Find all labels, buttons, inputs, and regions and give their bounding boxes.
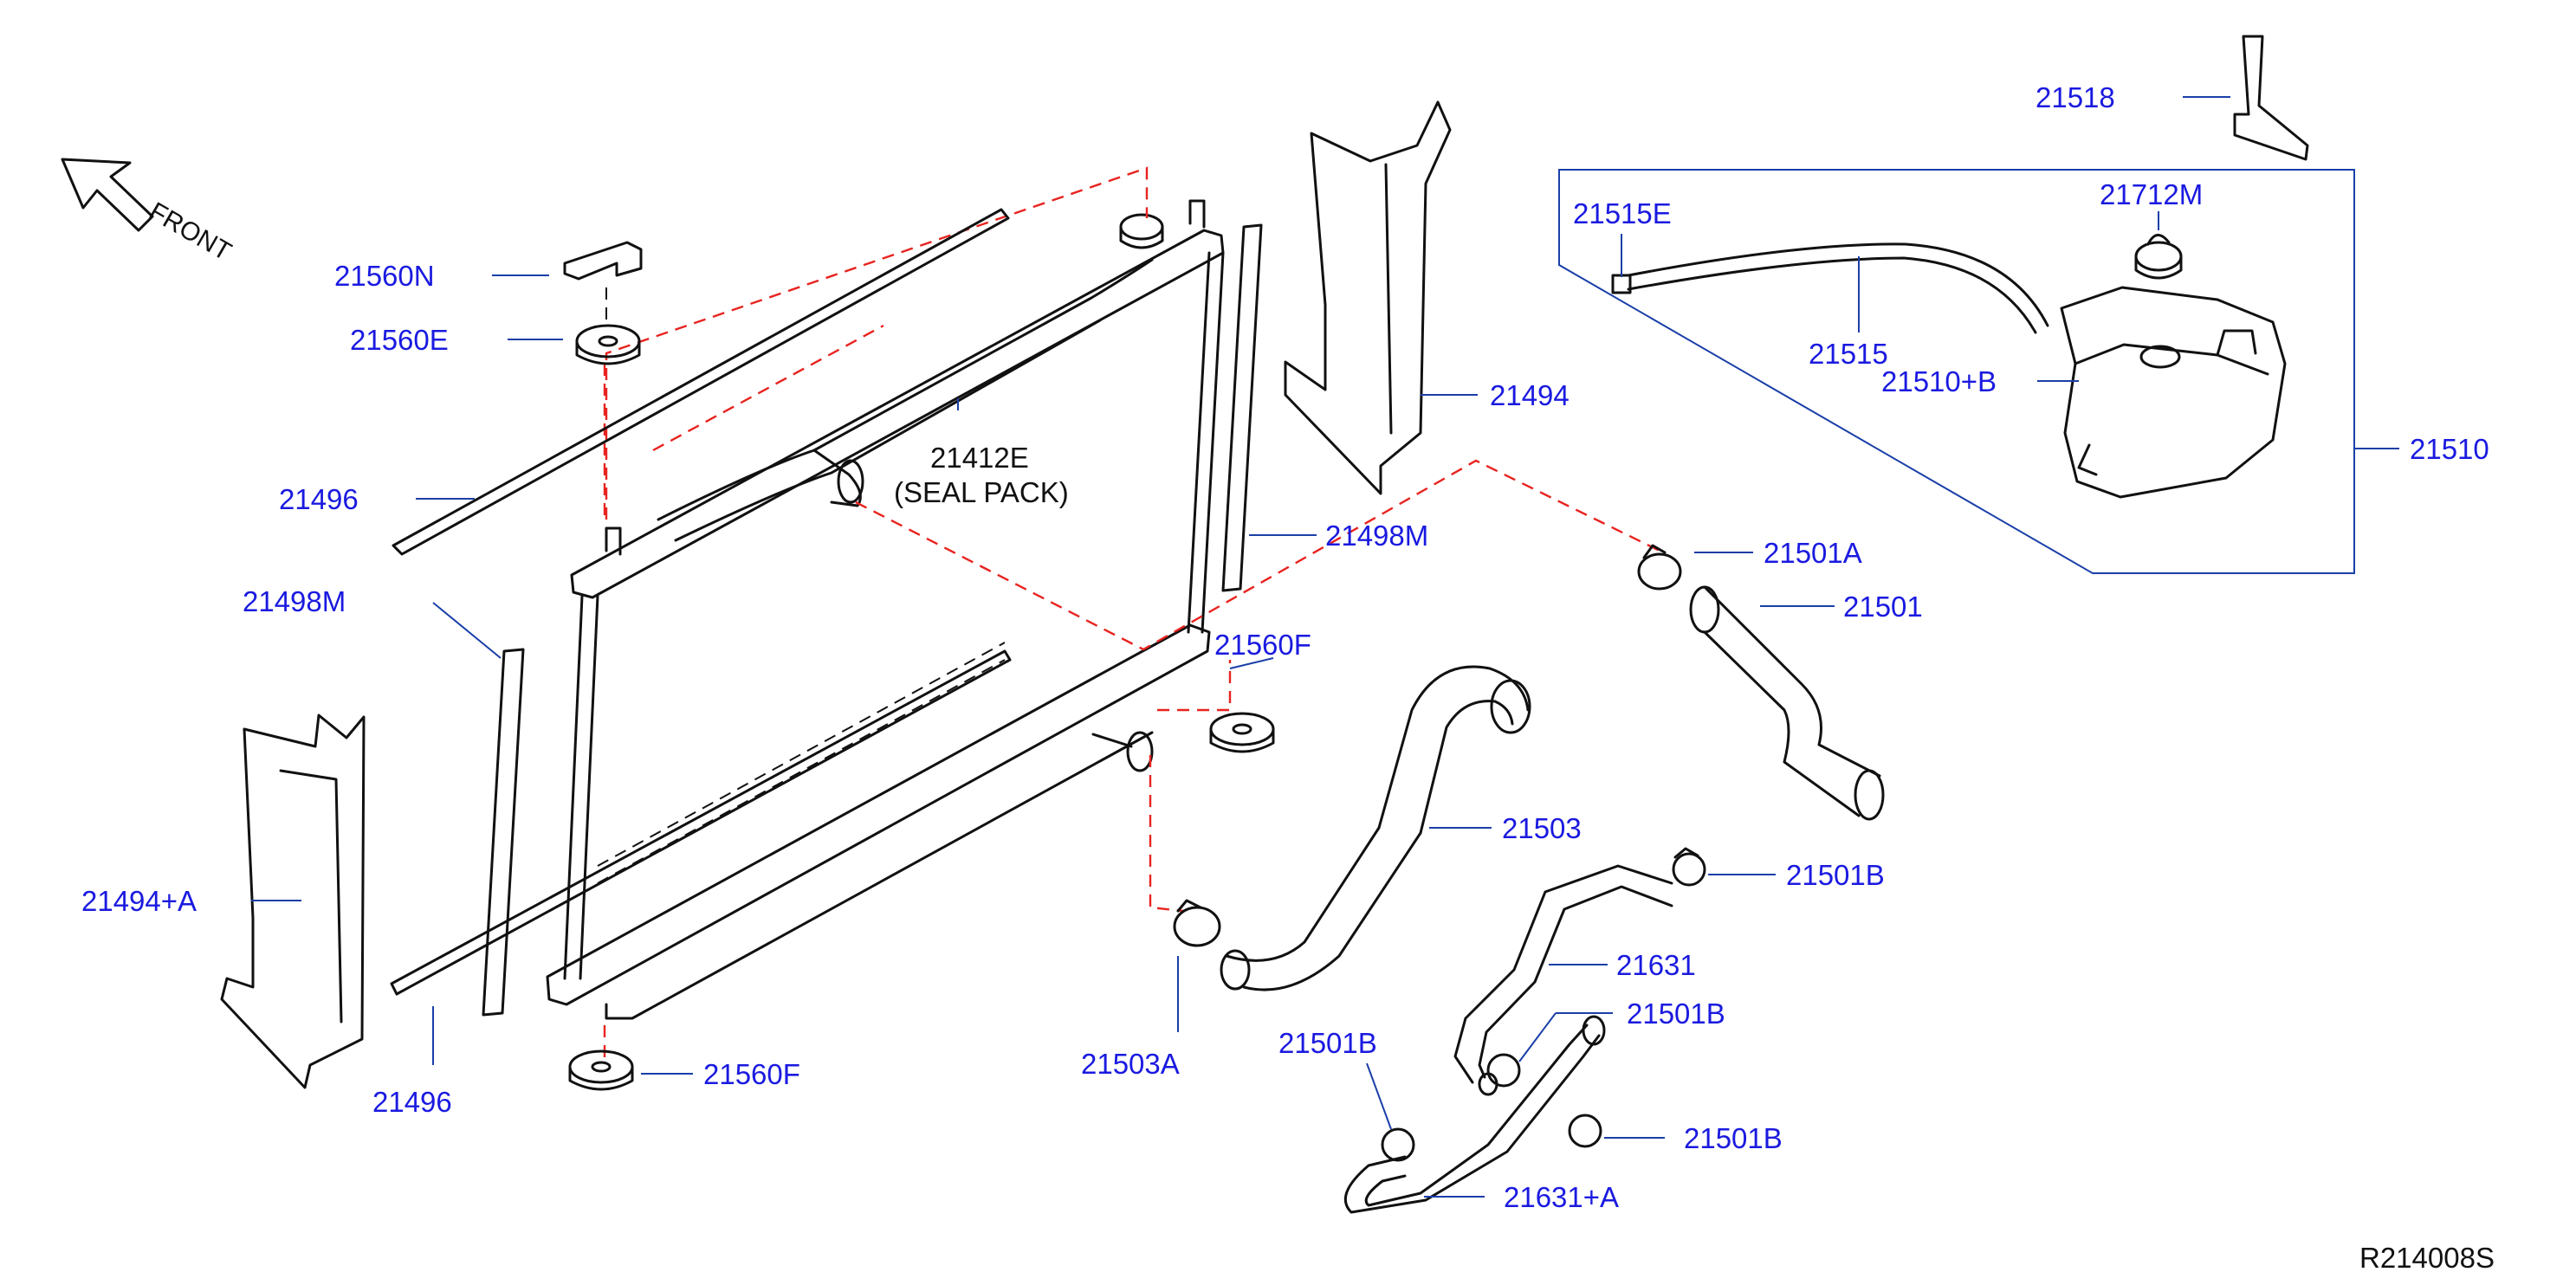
overflow-hose-21515 — [1611, 234, 2049, 334]
label-21560F-bottom: 21560F — [703, 1058, 800, 1090]
hidden-lines — [603, 166, 1664, 1062]
front-arrow-icon — [61, 158, 154, 232]
lower-hose-21503 — [1220, 665, 1531, 991]
label-21560F-top: 21560F — [1214, 629, 1311, 661]
reservoir-group-box — [1558, 169, 2399, 574]
air-guide-21494 — [1284, 100, 1478, 495]
label-21515: 21515 — [1809, 338, 1888, 370]
grommet-21560F-bottom — [568, 1049, 693, 1091]
label-21631A: 21631+A — [1504, 1181, 1619, 1213]
clamp-21501A — [1637, 544, 1753, 591]
clamp-21501B-2 — [1486, 1012, 1613, 1088]
label-21501B-3: 21501B — [1278, 1027, 1377, 1059]
label-21412E-sub: (SEAL PACK) — [894, 476, 1069, 508]
grommet-21560E — [508, 324, 641, 365]
label-21503A: 21503A — [1081, 1048, 1180, 1080]
label-21510B: 21510+B — [1881, 365, 1997, 397]
label-21503: 21503 — [1502, 812, 1582, 844]
label-21412E: 21412E — [930, 442, 1029, 474]
label-21631: 21631 — [1616, 949, 1696, 981]
label-21518: 21518 — [2036, 81, 2115, 113]
label-21501B-4: 21501B — [1684, 1122, 1783, 1154]
label-21498M-right: 21498M — [1325, 520, 1428, 552]
label-21501A: 21501A — [1764, 537, 1862, 569]
clamp-21501B-3 — [1366, 1062, 1415, 1162]
upper-hose-21501 — [1689, 585, 1885, 821]
label-21560E: 21560E — [350, 324, 449, 356]
label-21501B-2: 21501B — [1627, 998, 1725, 1030]
label-21496-bottom: 21496 — [372, 1086, 452, 1118]
label-21496-top: 21496 — [279, 483, 359, 515]
hose-21631A — [1343, 1015, 1606, 1214]
label-21560N: 21560N — [334, 260, 435, 292]
label-21494: 21494 — [1490, 379, 1570, 411]
label-21494A: 21494+A — [81, 885, 197, 917]
reservoir-tank-21510B — [2037, 286, 2287, 499]
reservoir-cap-21712M — [2134, 211, 2183, 280]
seal-21498M-left — [432, 602, 525, 1017]
reference-code: R214008S — [2359, 1242, 2495, 1274]
clamp-21503A — [1173, 899, 1221, 1032]
seal-21498M-right — [1221, 223, 1317, 592]
label-21501: 21501 — [1843, 591, 1923, 623]
clamp-21501B-4 — [1568, 1114, 1665, 1148]
label-21515E: 21515E — [1573, 197, 1672, 229]
ghost-seal-lines — [597, 642, 1006, 884]
bracket-21518 — [2183, 35, 2309, 161]
air-guide-21494A — [220, 714, 366, 1089]
hose-21631 — [1453, 864, 1673, 1096]
seal-strip-21496-bottom — [390, 649, 1012, 1065]
grommet-21560F-top — [1209, 657, 1275, 753]
seal-strip-21496-top — [392, 208, 1010, 556]
clamp-21501B-1 — [1672, 847, 1776, 887]
label-21510: 21510 — [2410, 433, 2489, 465]
label-21501B-1: 21501B — [1786, 859, 1885, 891]
front-label: FRONT — [145, 197, 236, 266]
label-21712M: 21712M — [2100, 178, 2203, 210]
clip-21560N — [492, 241, 643, 322]
label-21498M-left: 21498M — [243, 585, 346, 617]
radiator-core-21412E — [546, 199, 1225, 1020]
